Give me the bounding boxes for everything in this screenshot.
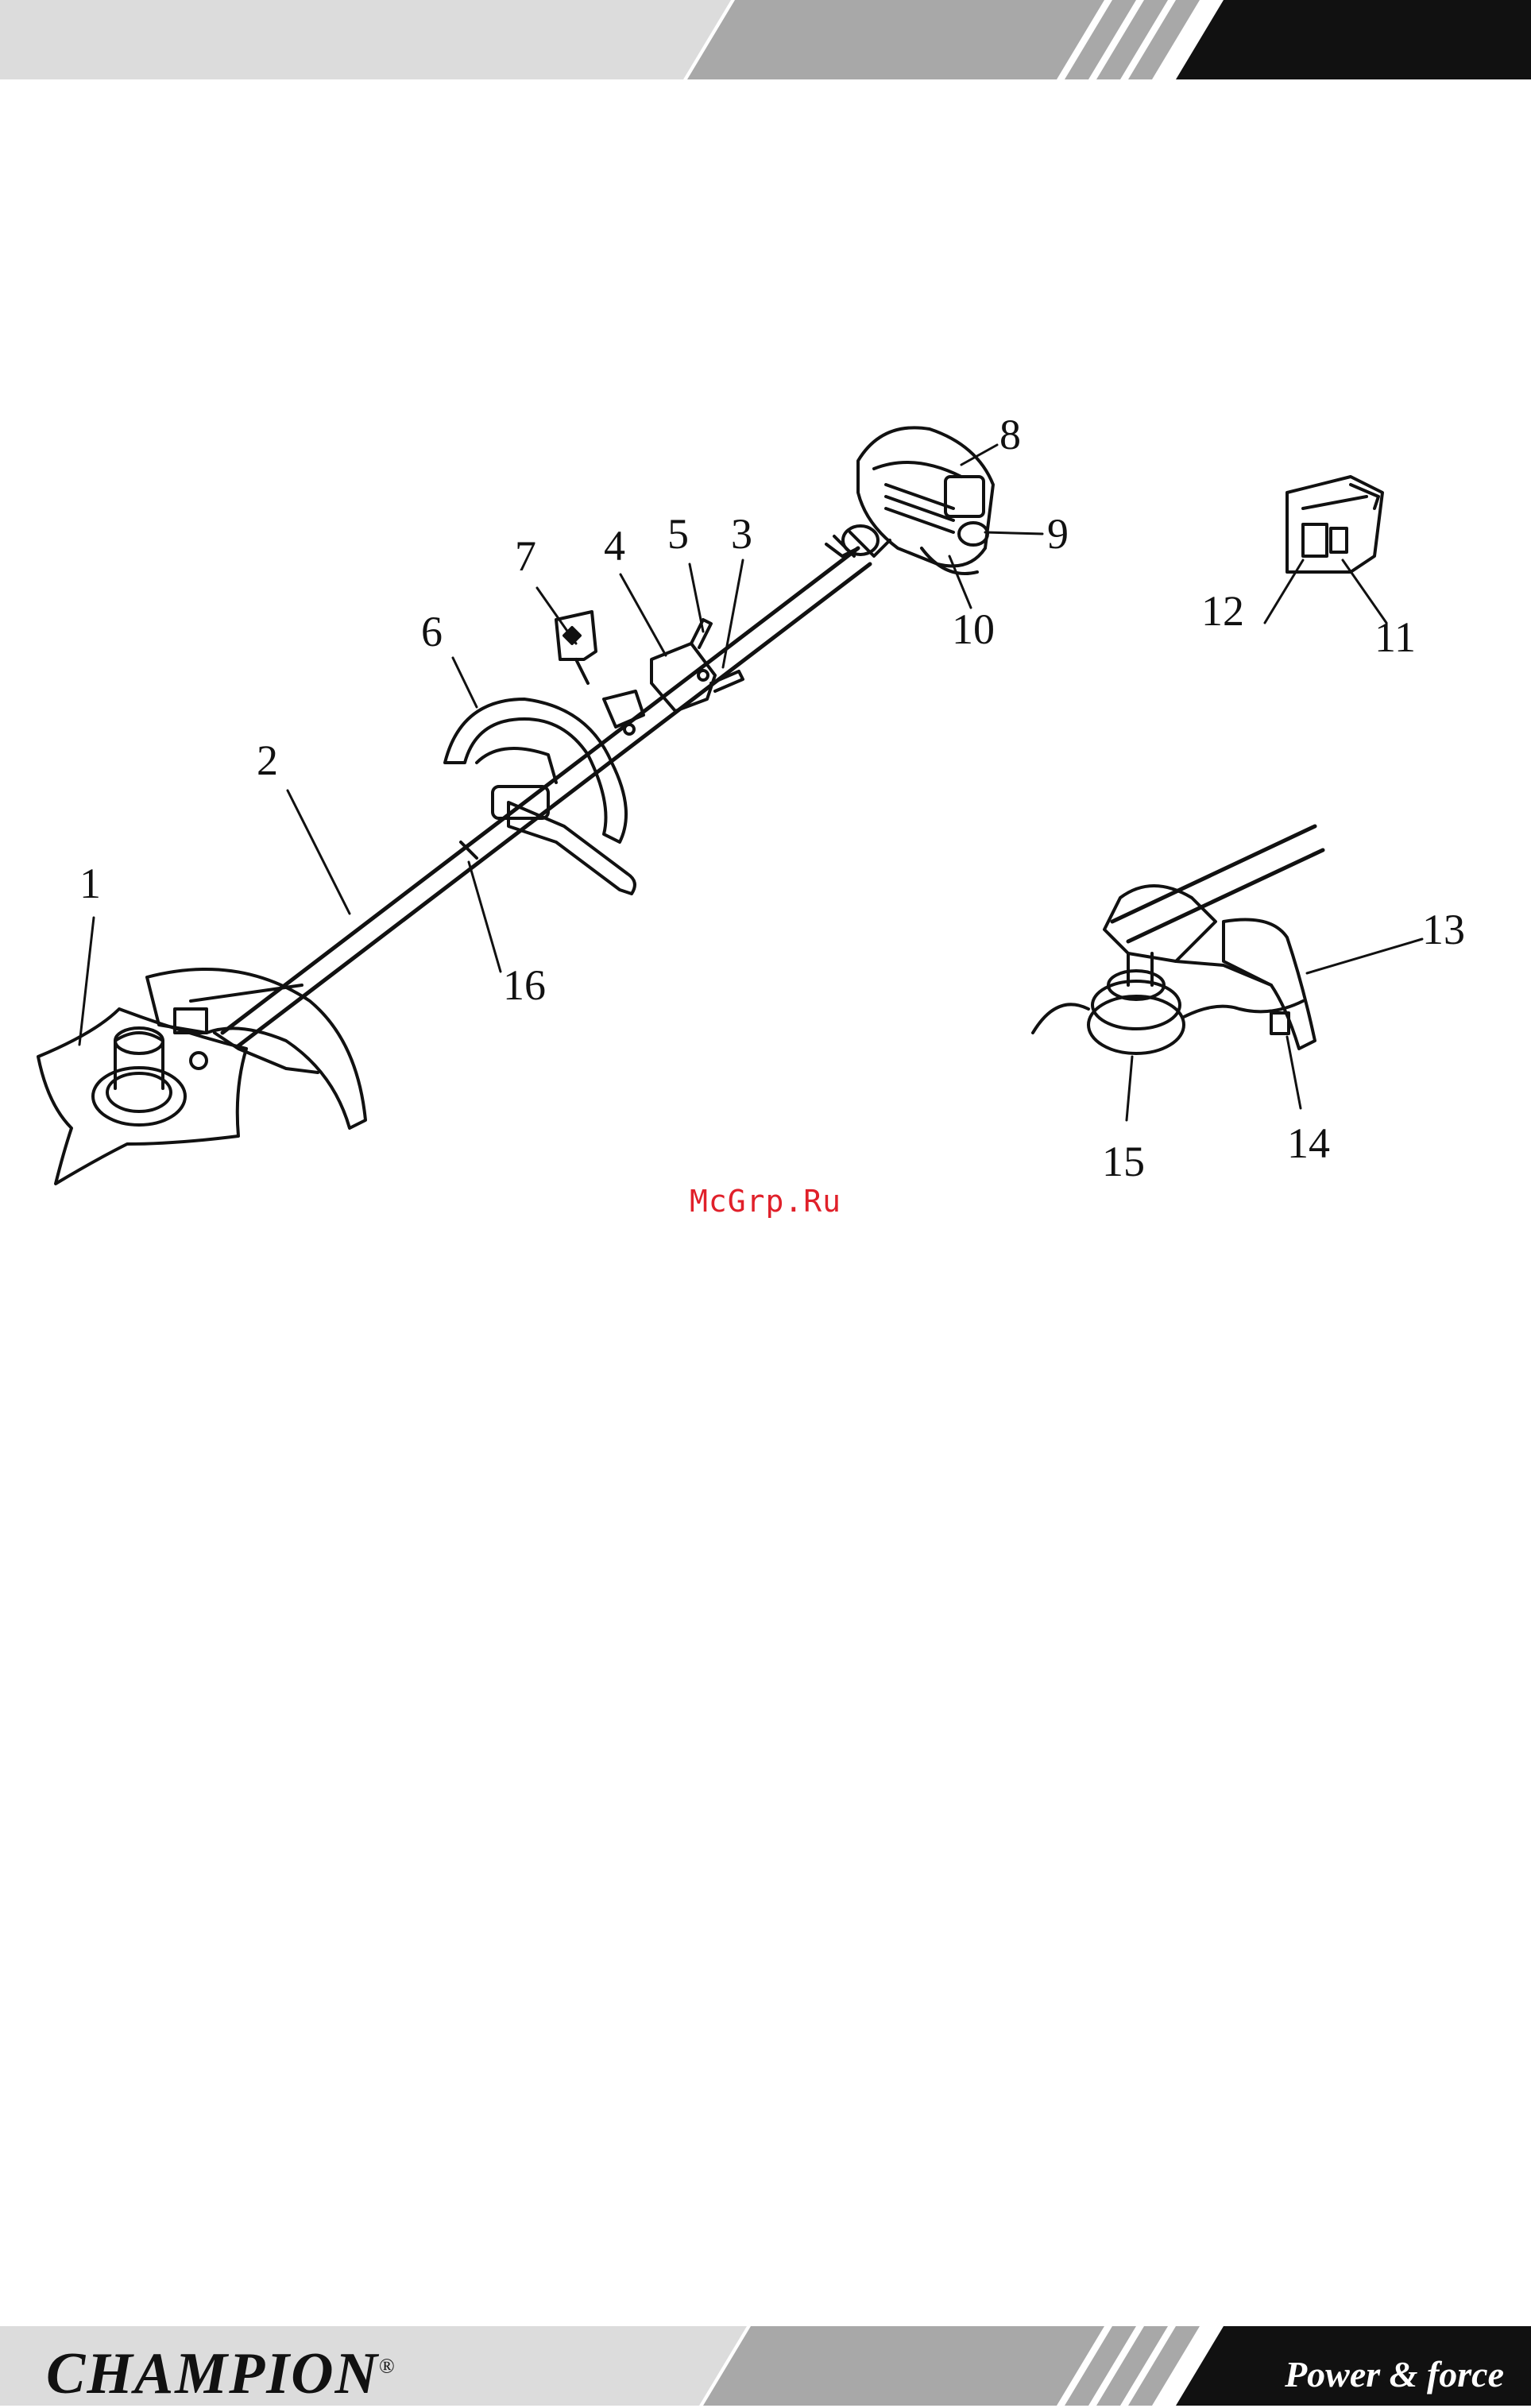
registered-mark: ®: [379, 2354, 395, 2377]
brand-logo: CHAMPION®: [46, 2340, 395, 2408]
main-shaft: [222, 548, 870, 1047]
brand-name: CHAMPION: [46, 2341, 379, 2406]
callout-5: 5: [667, 512, 689, 555]
callout-11: 11: [1374, 616, 1416, 659]
callout-14: 14: [1287, 1122, 1330, 1165]
brand-slogan: Power & force: [1285, 2353, 1504, 2395]
callout-6: 6: [421, 610, 443, 653]
callout-15: 15: [1102, 1140, 1145, 1183]
callout-13: 13: [1422, 908, 1465, 951]
callout-2: 2: [257, 739, 278, 782]
callout-4: 4: [604, 524, 625, 567]
callout-7: 7: [515, 535, 536, 578]
detached-cover: [1287, 477, 1382, 572]
callout-8: 8: [999, 413, 1021, 456]
callout-16: 16: [503, 964, 546, 1007]
callout-12: 12: [1201, 589, 1244, 632]
blade-assembly: [38, 969, 365, 1184]
callout-9: 9: [1047, 512, 1069, 555]
trimmer-head-assembly: [1033, 826, 1323, 1053]
callout-1: 1: [79, 862, 101, 905]
watermark-link[interactable]: McGrp.Ru: [690, 1184, 841, 1219]
callout-3: 3: [731, 512, 752, 555]
callout-10: 10: [952, 608, 995, 651]
engine-assembly: [826, 427, 993, 574]
throttle-assembly: [604, 620, 743, 734]
